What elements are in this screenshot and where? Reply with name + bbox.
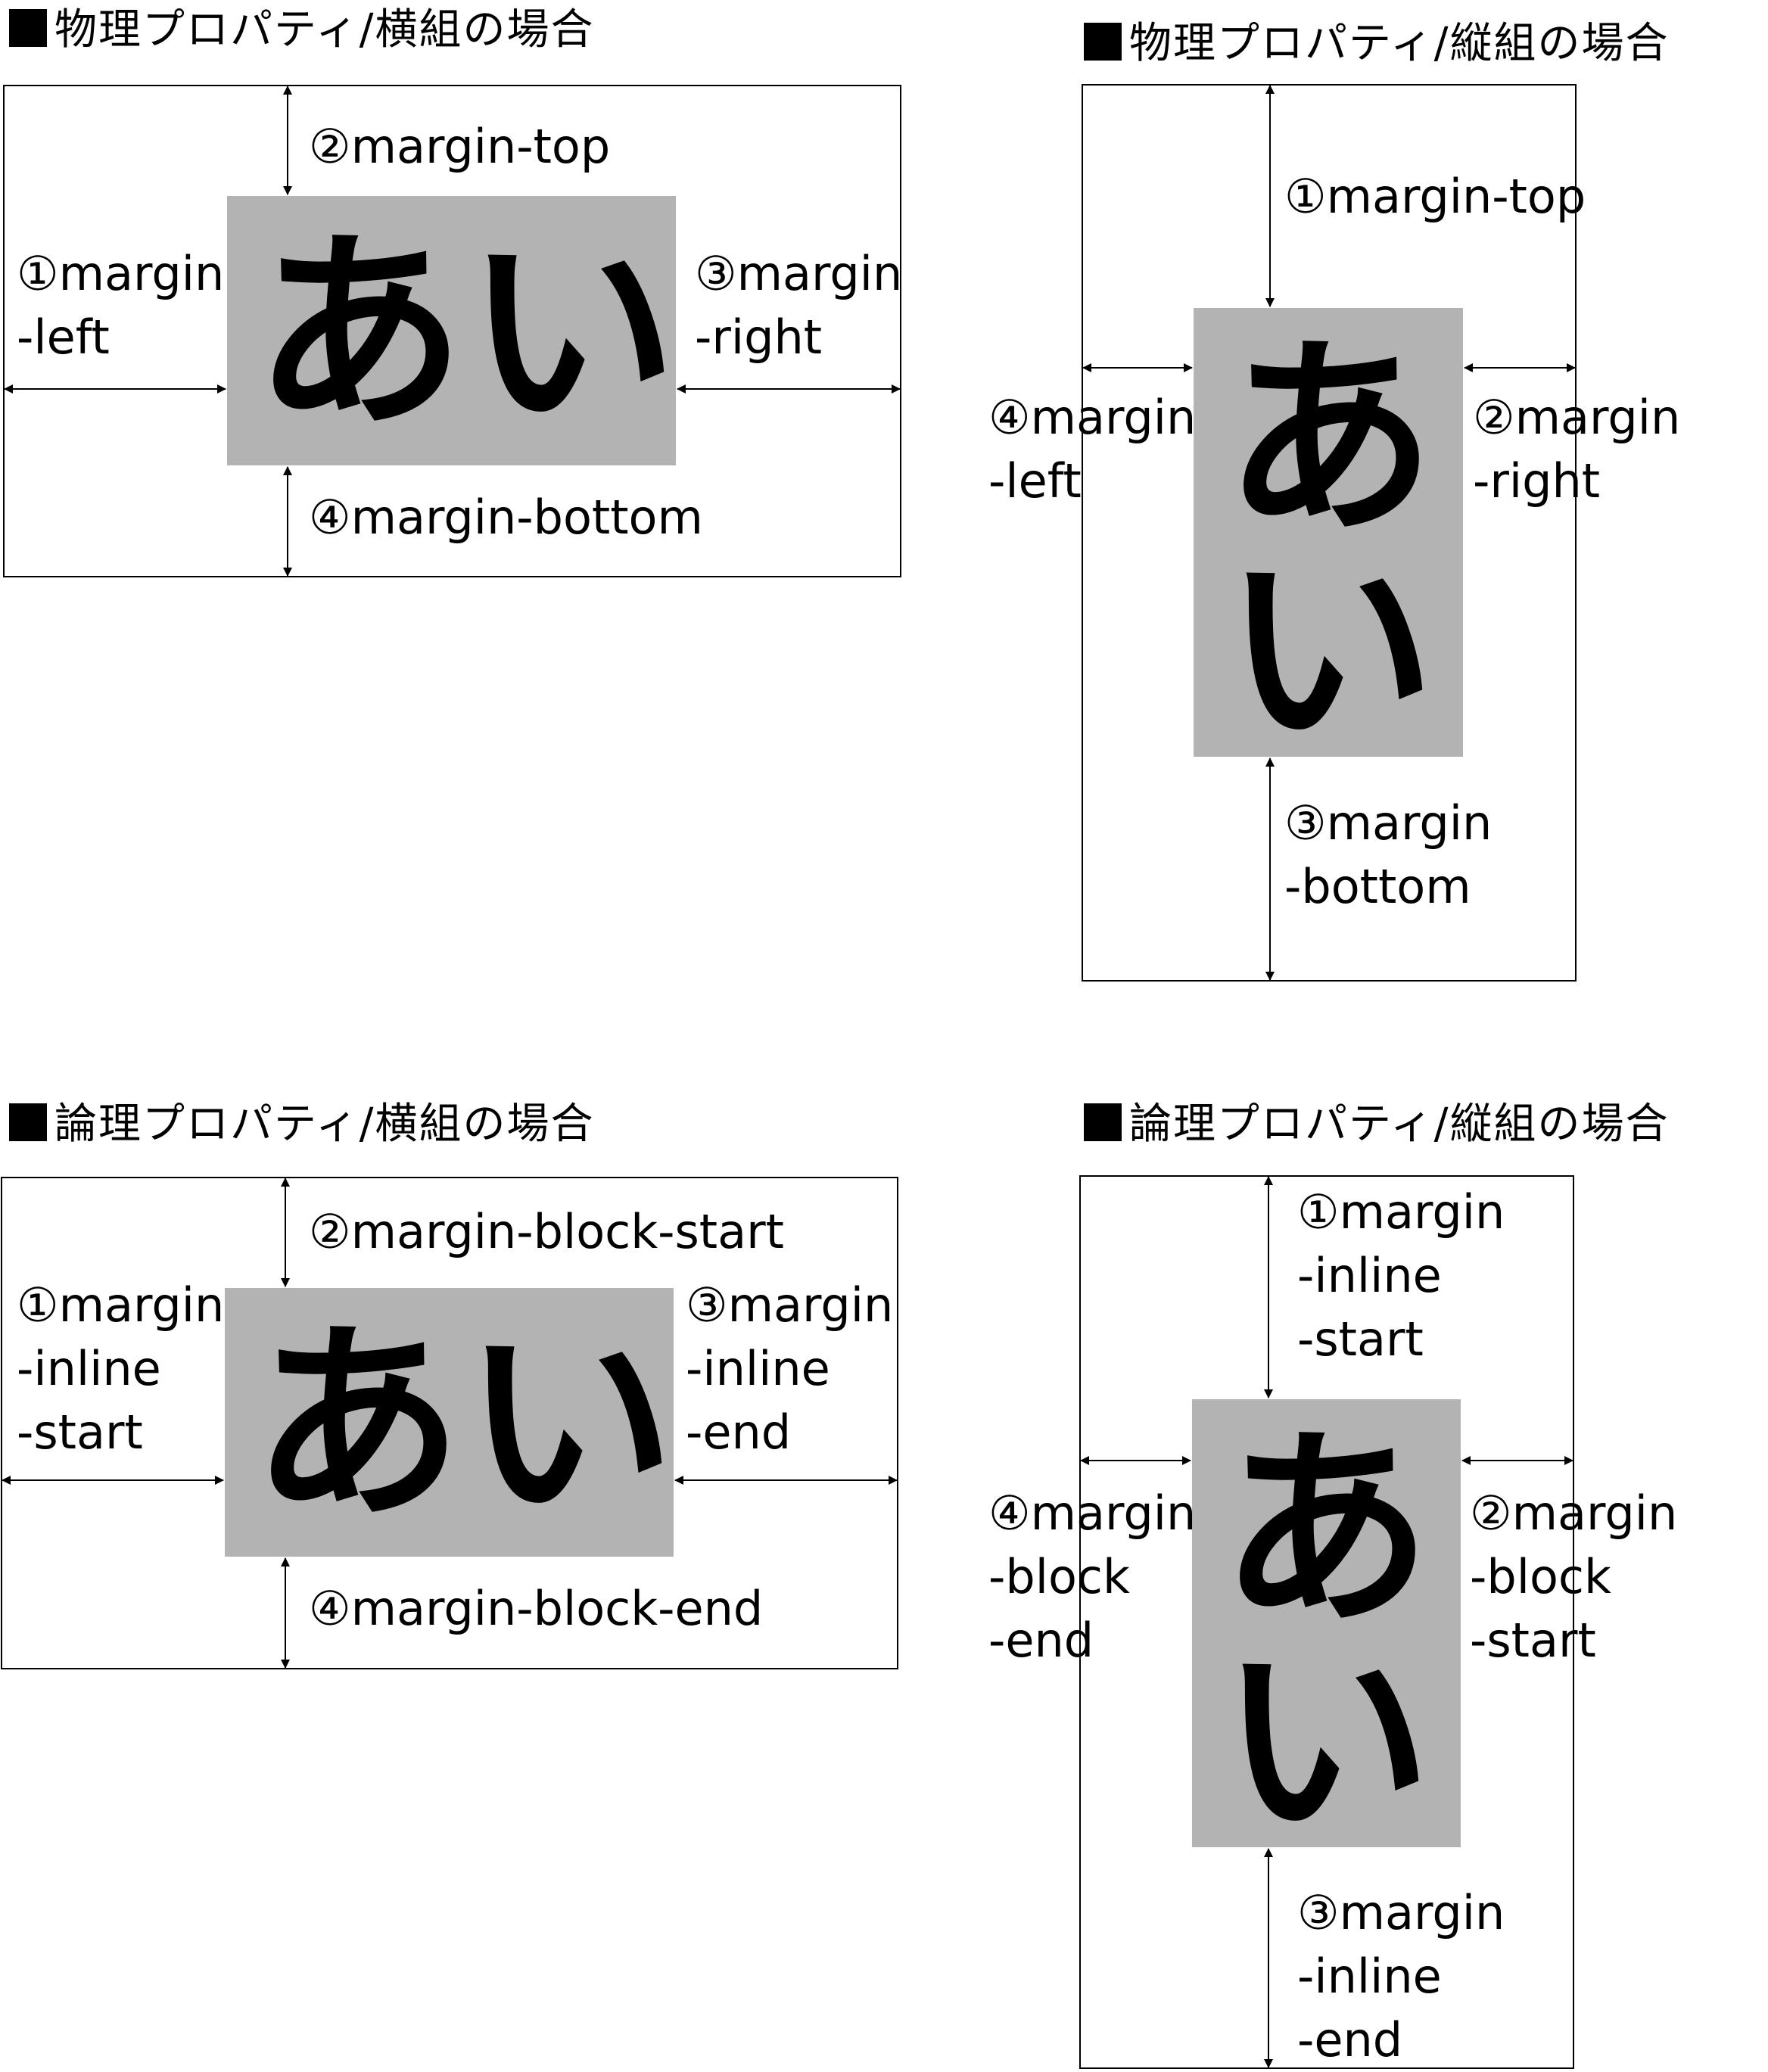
- diagram-2-content-box: [1194, 308, 1463, 757]
- diagram-3-box-text: あい: [251, 1299, 675, 1548]
- diagram-2-box-text: あい: [1224, 314, 1436, 775]
- diagram-1-content-box: [227, 196, 676, 465]
- diagram-1-outer-frame: [3, 85, 901, 577]
- square-bullet-icon: [1084, 1103, 1122, 1141]
- diagram-1-label-right: ③margin -right: [695, 246, 903, 365]
- diagram-2-label-right: ②margin -right: [1473, 390, 1681, 509]
- diagram-2-label-left: ④margin -left: [988, 390, 1197, 509]
- diagram-4-label-top: ①margin -inline -start: [1297, 1184, 1505, 1367]
- diagram-3-title: 論理プロパティ/横組の場合: [9, 1103, 595, 1146]
- square-bullet-icon: [9, 1103, 47, 1141]
- diagram-4-label-bottom: ③margin -inline -end: [1297, 1885, 1505, 2067]
- diagram-1-label-top: ②margin-top: [309, 119, 611, 174]
- diagram-4-title-text: 論理プロパティ/縦組の場合: [1129, 1100, 1670, 1149]
- diagram-1-label-bottom: ④margin-bottom: [309, 490, 703, 545]
- diagram-1-box-text: あい: [254, 208, 677, 457]
- diagram-2-label-top: ①margin-top: [1284, 169, 1586, 224]
- diagram-3-title-text: 論理プロパティ/横組の場合: [54, 1100, 595, 1149]
- diagram-4-label-left: ④margin -block -end: [988, 1486, 1197, 1668]
- diagram-3-label-left: ①margin -inline -start: [17, 1277, 225, 1460]
- diagram-1-title: 物理プロパティ/横組の場合: [9, 9, 595, 51]
- diagram-3-label-bottom: ④margin-block-end: [309, 1581, 764, 1636]
- diagram-3-content-box: [225, 1288, 674, 1557]
- diagram-3-outer-frame: [1, 1177, 898, 1669]
- diagram-1-title-text: 物理プロパティ/横組の場合: [54, 5, 595, 54]
- diagram-4-outer-frame: [1079, 1175, 1574, 2069]
- square-bullet-icon: [9, 9, 47, 47]
- diagram-2-label-bottom: ③margin -bottom: [1284, 795, 1493, 914]
- diagram-4-title: 論理プロパティ/縦組の場合: [1084, 1103, 1670, 1146]
- diagram-2-outer-frame: [1082, 84, 1577, 982]
- square-bullet-icon: [1084, 23, 1122, 61]
- diagram-4-content-box: [1192, 1399, 1461, 1847]
- diagram-3-label-top: ②margin-block-start: [309, 1204, 784, 1259]
- diagram-2-title-text: 物理プロパティ/縦組の場合: [1129, 19, 1670, 68]
- diagram-2-title: 物理プロパティ/縦組の場合: [1084, 23, 1670, 65]
- diagram-1-label-left: ①margin -left: [17, 246, 225, 365]
- diagram-4-box-text: あい: [1220, 1405, 1432, 1866]
- diagram-3-label-right: ③margin -inline -end: [686, 1277, 894, 1460]
- diagram-4-label-right: ②margin -block -start: [1470, 1486, 1678, 1668]
